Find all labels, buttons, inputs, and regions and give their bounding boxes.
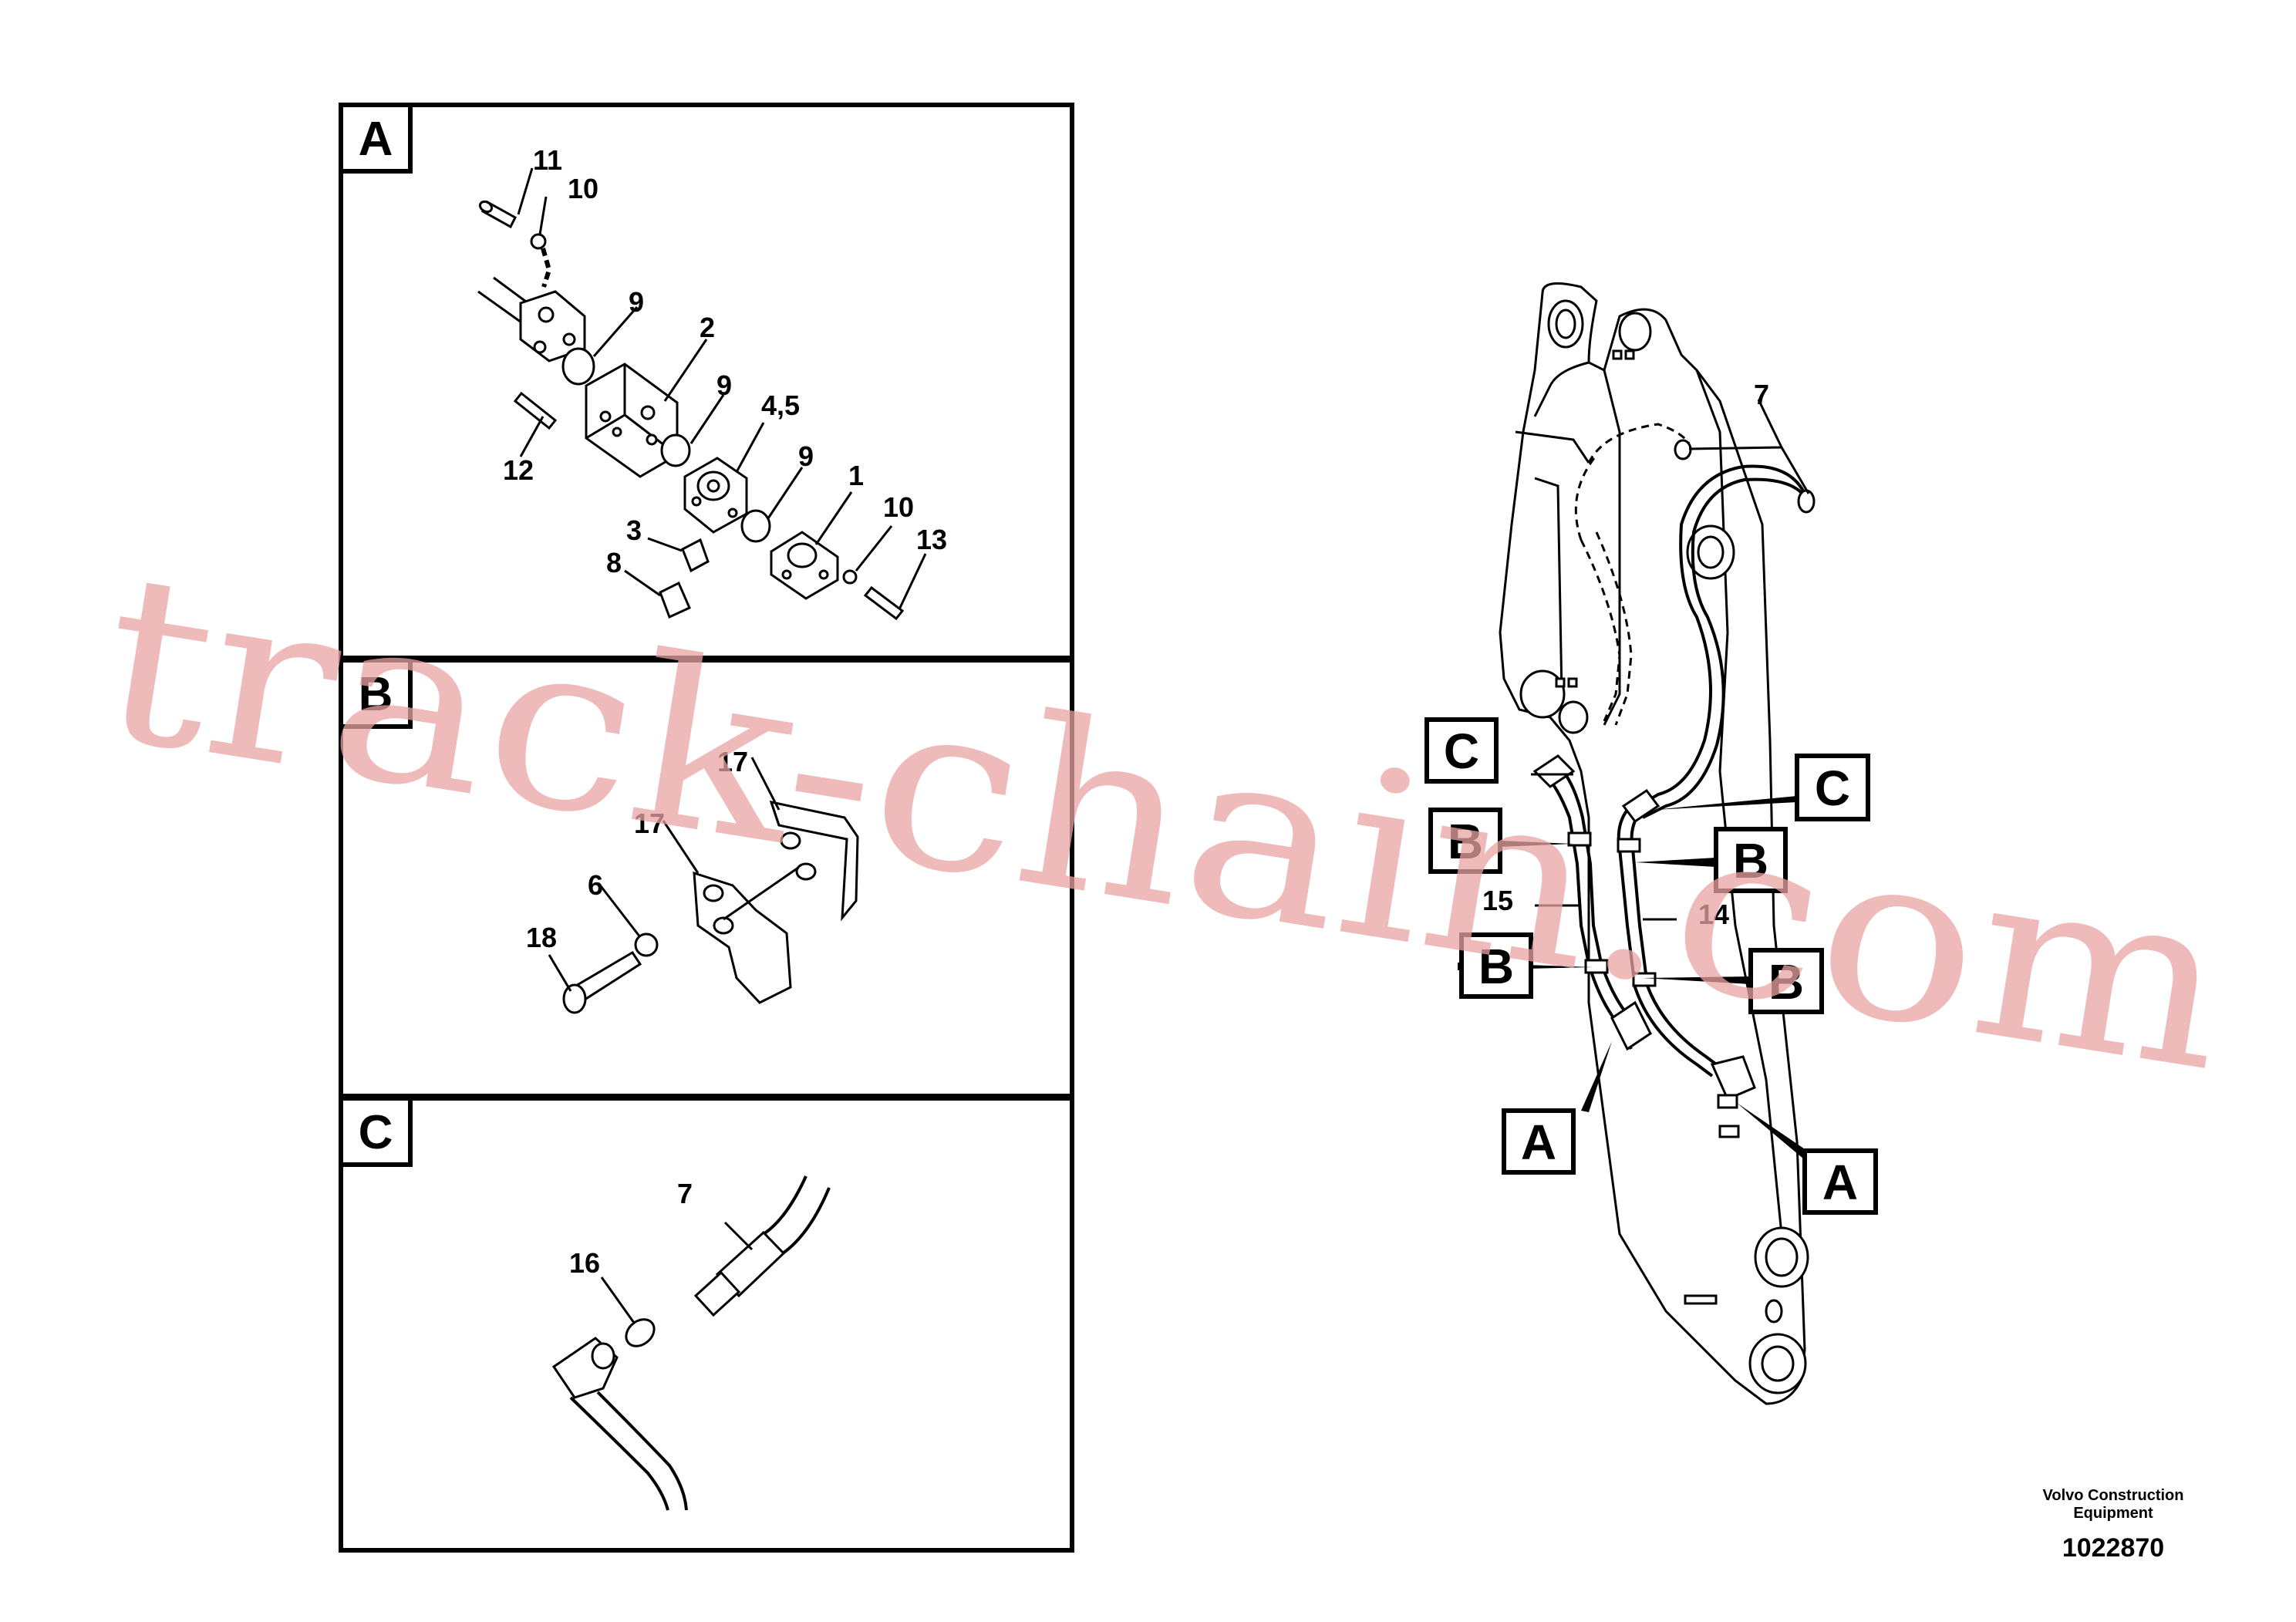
label-9: 9 — [716, 369, 732, 401]
callout-b-2: B — [1714, 827, 1788, 893]
svg-text:B: B — [1448, 814, 1483, 869]
label-6: 6 — [588, 869, 603, 901]
panel-b-labels: 17 17 6 18 — [526, 746, 748, 953]
callout-b-3: B — [1459, 932, 1533, 999]
panel-a: A — [339, 103, 1074, 660]
panel-c-letter: C — [359, 1106, 393, 1159]
boom-labels: 7 15 14 — [1482, 379, 1769, 930]
label-12: 12 — [503, 454, 534, 486]
label-17: 17 — [717, 746, 748, 777]
panel-b-letter: B — [359, 668, 393, 721]
svg-text:B: B — [1733, 833, 1768, 889]
svg-text:A: A — [1822, 1155, 1858, 1210]
label-15: 15 — [1482, 885, 1513, 916]
label-17: 17 — [634, 808, 665, 839]
label-9: 9 — [798, 440, 814, 472]
label-10: 10 — [568, 173, 598, 204]
label-18: 18 — [526, 922, 557, 953]
svg-text:C: C — [1444, 723, 1479, 779]
callout-b-4: B — [1748, 948, 1824, 1014]
label-9: 9 — [629, 286, 644, 318]
panel-c-labels: 7 16 — [569, 1178, 693, 1279]
callout-a-left: A — [1502, 1108, 1576, 1175]
label-3: 3 — [626, 514, 642, 546]
company-name-line-2: Equipment — [2073, 1505, 2153, 1522]
label-8: 8 — [606, 547, 622, 578]
boom-view: C C B B B B A A 7 — [1424, 282, 1878, 1405]
label-16: 16 — [569, 1247, 600, 1279]
label-4-5: 4,5 — [761, 389, 800, 421]
label-7: 7 — [677, 1178, 693, 1209]
callout-c-right: C — [1795, 754, 1870, 821]
label-14: 14 — [1698, 899, 1729, 930]
label-13: 13 — [916, 524, 947, 555]
svg-text:B: B — [1768, 954, 1804, 1010]
label-7: 7 — [1754, 379, 1769, 410]
label-2: 2 — [700, 312, 715, 343]
company-name-line-1: Volvo Construction — [2043, 1487, 2184, 1504]
svg-text:B: B — [1478, 939, 1514, 994]
label-1: 1 — [848, 460, 864, 491]
drawing-number: 1022870 — [2062, 1533, 2164, 1563]
panel-c: C 7 16 — [339, 1096, 1074, 1553]
label-10: 10 — [883, 491, 914, 523]
svg-text:A: A — [1521, 1114, 1556, 1170]
panel-b: B 17 17 6 18 — [339, 658, 1074, 1098]
callout-c-left: C — [1424, 717, 1499, 784]
callout-a-right: A — [1802, 1148, 1878, 1215]
panel-a-labels: 11 10 9 2 9 4,5 9 1 10 13 12 3 8 — [503, 144, 947, 578]
callout-b-1: B — [1428, 808, 1502, 874]
panel-a-letter: A — [359, 113, 393, 166]
label-11: 11 — [533, 144, 562, 176]
title-block: Volvo Construction Equipment 1022870 — [2043, 1487, 2184, 1563]
svg-text:C: C — [1815, 760, 1850, 816]
